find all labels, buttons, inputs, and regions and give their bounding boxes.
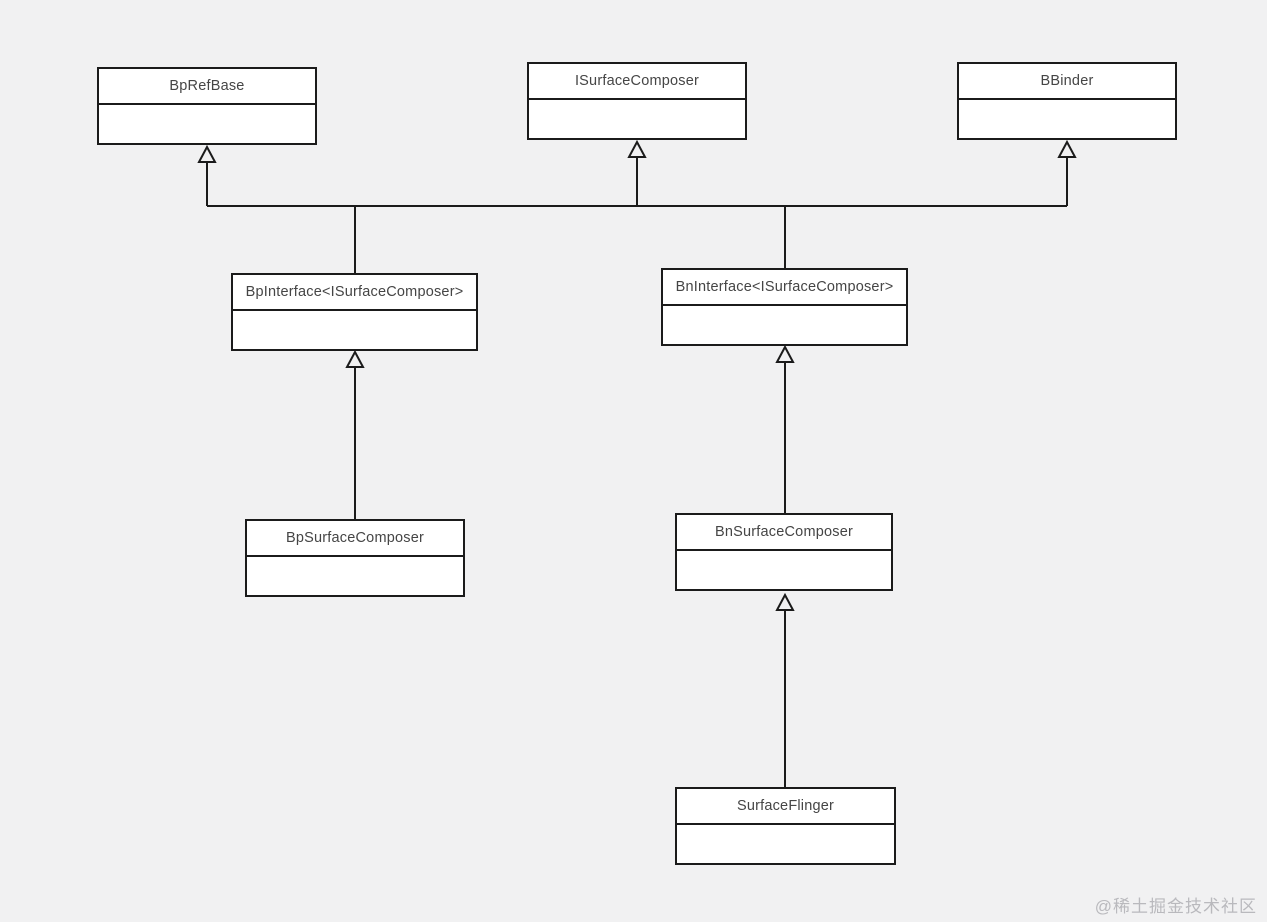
class-members-bnsurfacecomposer xyxy=(677,551,891,589)
class-members-bpsurfacecomposer xyxy=(247,557,463,595)
generalization-arrowhead-bpinterface xyxy=(345,349,365,368)
class-members-bbinder xyxy=(959,100,1175,138)
class-box-bprefbase: BpRefBase xyxy=(97,67,317,145)
generalization-arrowhead-bbinder xyxy=(1057,139,1077,158)
class-members-bpinterface xyxy=(233,311,476,349)
class-name-bprefbase: BpRefBase xyxy=(99,69,315,105)
generalization-arrowhead-bprefbase xyxy=(197,144,217,163)
generalization-arrowhead-bnsurfacecomposer xyxy=(775,592,795,611)
class-name-bnsurfacecomposer: BnSurfaceComposer xyxy=(677,515,891,551)
class-box-bpsurfacecomposer: BpSurfaceComposer xyxy=(245,519,465,597)
class-name-bbinder: BBinder xyxy=(959,64,1175,100)
class-members-isurfacecomposer xyxy=(529,100,745,138)
class-name-isurfacecomposer: ISurfaceComposer xyxy=(529,64,745,100)
class-members-bninterface xyxy=(663,306,906,344)
class-box-bninterface: BnInterface<ISurfaceComposer> xyxy=(661,268,908,346)
class-box-bpinterface: BpInterface<ISurfaceComposer> xyxy=(231,273,478,351)
class-box-isurfacecomposer: ISurfaceComposer xyxy=(527,62,747,140)
generalization-arrowhead-isurfacecomposer xyxy=(627,139,647,158)
class-name-surfaceflinger: SurfaceFlinger xyxy=(677,789,894,825)
class-members-surfaceflinger xyxy=(677,825,894,863)
class-name-bninterface: BnInterface<ISurfaceComposer> xyxy=(663,270,906,306)
class-name-bpsurfacecomposer: BpSurfaceComposer xyxy=(247,521,463,557)
generalization-arrowhead-bninterface xyxy=(775,344,795,363)
class-members-bprefbase xyxy=(99,105,315,143)
class-box-bnsurfacecomposer: BnSurfaceComposer xyxy=(675,513,893,591)
class-box-surfaceflinger: SurfaceFlinger xyxy=(675,787,896,865)
juejin-watermark: @稀土掘金技术社区 xyxy=(1094,897,1257,916)
class-box-bbinder: BBinder xyxy=(957,62,1177,140)
class-name-bpinterface: BpInterface<ISurfaceComposer> xyxy=(233,275,476,311)
